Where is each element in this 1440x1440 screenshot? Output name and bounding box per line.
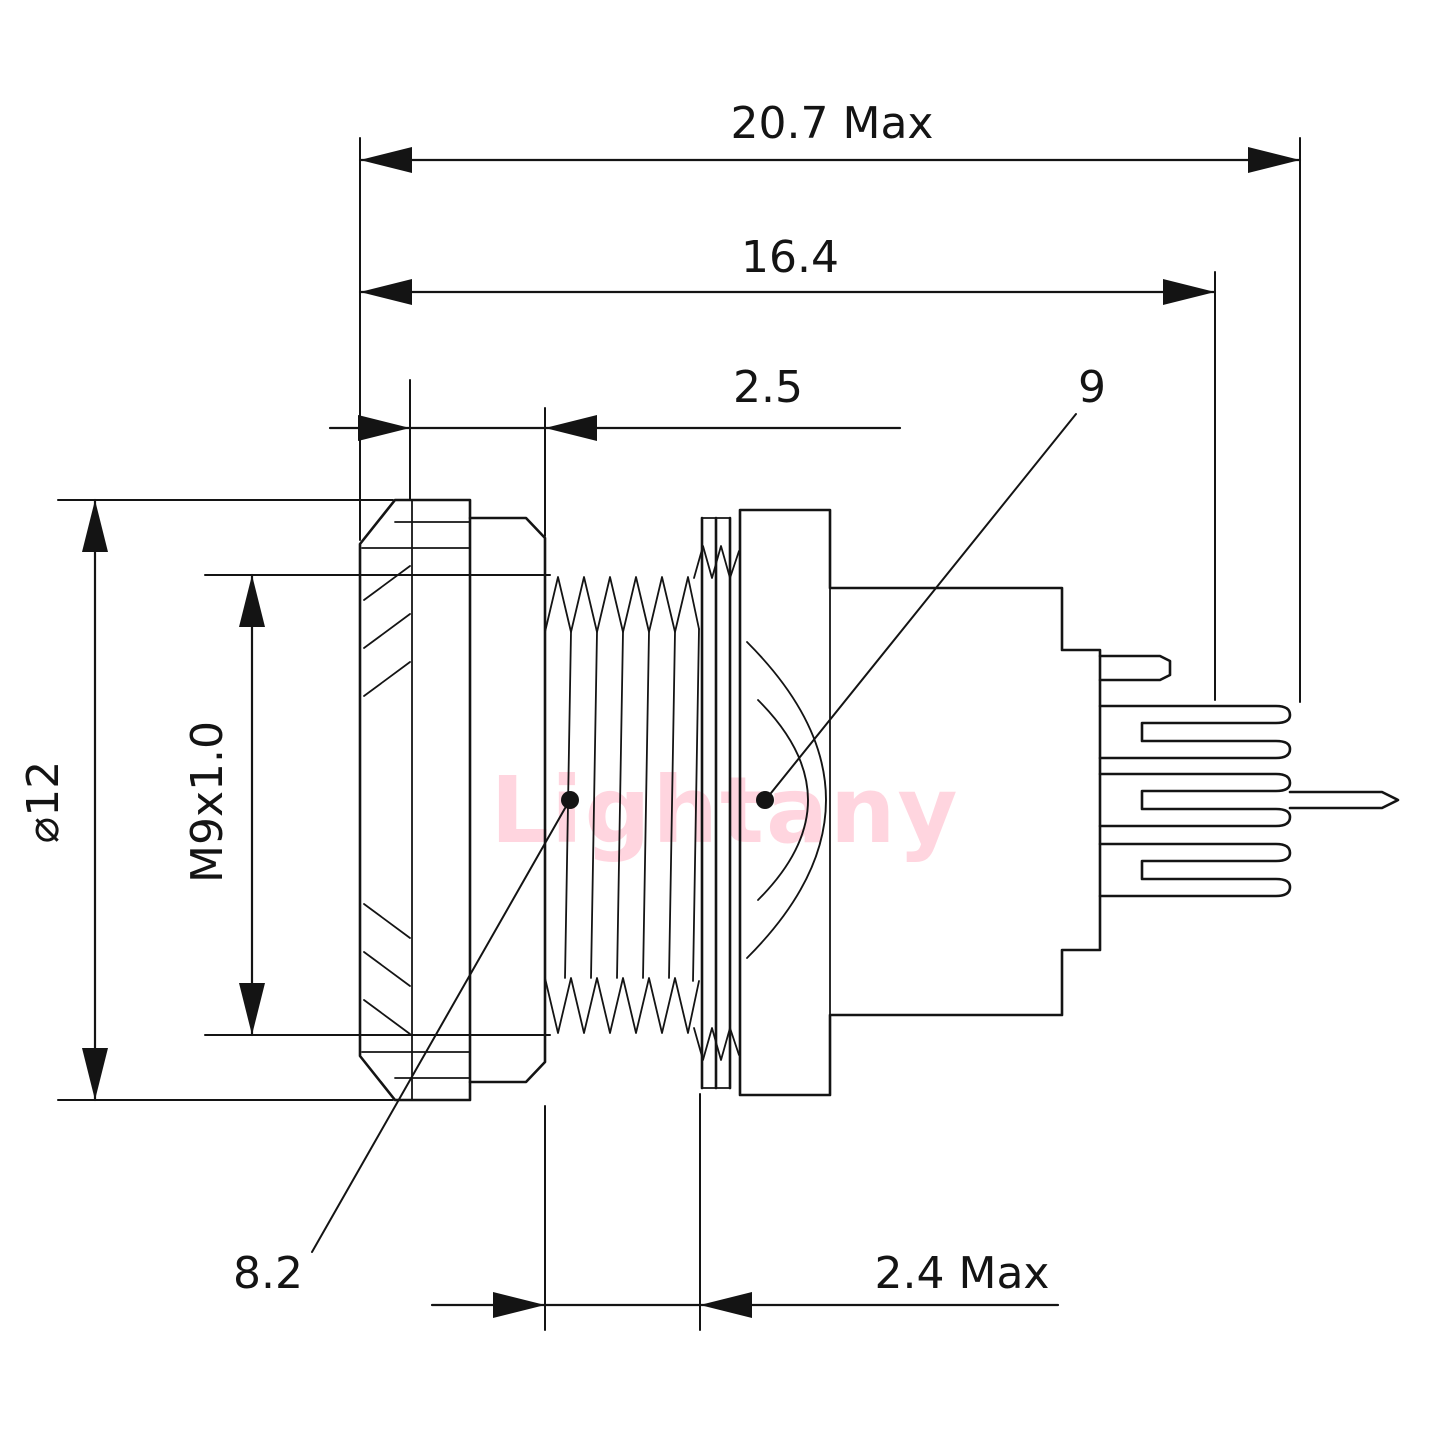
arrowhead-right (700, 1292, 752, 1318)
arrowhead-top (82, 500, 108, 552)
arrowhead-bottom (82, 1048, 108, 1100)
arrowhead-bottom (239, 983, 265, 1035)
arrowhead-right (545, 415, 597, 441)
leader-rear-diameter-label: 9 (1078, 362, 1106, 413)
arrowhead-left (360, 279, 412, 305)
arrowhead-left (360, 147, 412, 173)
dimension-thread-spec: M9x1.0 (182, 573, 551, 1037)
arrowhead-left (493, 1292, 545, 1318)
arrowhead-left (358, 415, 410, 441)
dimension-shell-diameter: ⌀12 (18, 498, 394, 1102)
watermark-text: Lightany (490, 757, 959, 864)
solder-contacts (1098, 654, 1400, 898)
leader-thread-diameter-label: 8.2 (233, 1248, 303, 1299)
dim-shell-length-label: 16.4 (741, 232, 839, 283)
thread-section (544, 576, 700, 1034)
arrowhead-right (1248, 147, 1300, 173)
leader-thread-diameter: 8.2 (233, 791, 579, 1299)
connector-body (738, 508, 1102, 1097)
leader-dot (561, 791, 579, 809)
dim-front-section-label: 2.5 (733, 362, 803, 413)
dim-overall-length-label: 20.7 Max (731, 98, 934, 149)
dim-panel-thickness-label: 2.4 Max (875, 1248, 1050, 1299)
front-shell (358, 498, 547, 1102)
dimension-shell-length: 16.4 (358, 232, 1217, 701)
leader-rear-diameter: 9 (756, 362, 1106, 809)
dimension-panel-thickness: 2.4 Max (430, 1093, 1060, 1331)
dimension-front-section: 2.5 (328, 362, 902, 537)
arrowhead-top (239, 575, 265, 627)
dim-shell-diameter-label: ⌀12 (18, 761, 69, 843)
leader-dot (756, 791, 774, 809)
lock-washer (693, 516, 740, 1090)
connector-drawing (358, 498, 1400, 1102)
dimension-overall-length: 20.7 Max (358, 98, 1302, 703)
dim-thread-spec-label: M9x1.0 (182, 721, 233, 883)
arrowhead-right (1163, 279, 1215, 305)
